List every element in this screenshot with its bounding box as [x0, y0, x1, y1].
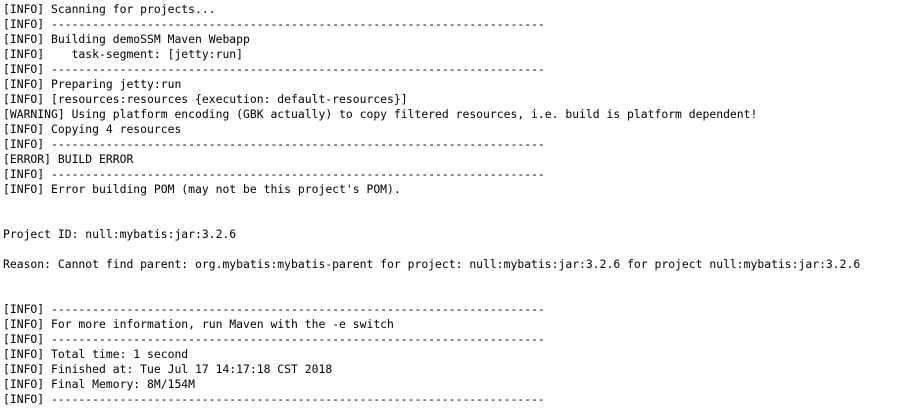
console-line: [INFO] ---------------------------------…: [3, 332, 545, 346]
console-line: [INFO] For more information, run Maven w…: [3, 317, 394, 331]
console-line: [WARNING] Using platform encoding (GBK a…: [3, 107, 758, 121]
console-line: [INFO] ---------------------------------…: [3, 17, 545, 31]
console-line: [INFO] Final Memory: 8M/154M: [3, 377, 196, 391]
console-line: Reason: Cannot find parent: org.mybatis:…: [3, 257, 861, 271]
console-line: [INFO] ---------------------------------…: [3, 137, 545, 151]
console-line: [INFO] ---------------------------------…: [3, 392, 545, 406]
console-line: [INFO] Scanning for projects...: [3, 2, 216, 16]
console-line: [INFO] Copying 4 resources: [3, 122, 182, 136]
console-line: Project ID: null:mybatis:jar:3.2.6: [3, 227, 237, 241]
console-line: [3, 197, 920, 212]
console-line: [3, 287, 920, 302]
console-line: [INFO] task-segment: [jetty:run]: [3, 47, 244, 61]
console-line: [INFO] ---------------------------------…: [3, 302, 545, 316]
console-line: [INFO] [resources:resources {execution: …: [3, 92, 408, 106]
console-line: [3, 272, 920, 287]
console-line: [INFO] Building demoSSM Maven Webapp: [3, 32, 250, 46]
console-line: [INFO] ---------------------------------…: [3, 62, 545, 76]
console-line: [INFO] Preparing jetty:run: [3, 77, 182, 91]
console-line: [INFO] ---------------------------------…: [3, 167, 545, 181]
console-line: [3, 212, 920, 227]
console-line: [INFO] Finished at: Tue Jul 17 14:17:18 …: [3, 362, 333, 376]
console-line: [3, 242, 920, 257]
console-line: [ERROR] BUILD ERROR: [3, 152, 134, 166]
console-line: [INFO] Total time: 1 second: [3, 347, 189, 361]
console-line: [INFO] Error building POM (may not be th…: [3, 182, 401, 196]
